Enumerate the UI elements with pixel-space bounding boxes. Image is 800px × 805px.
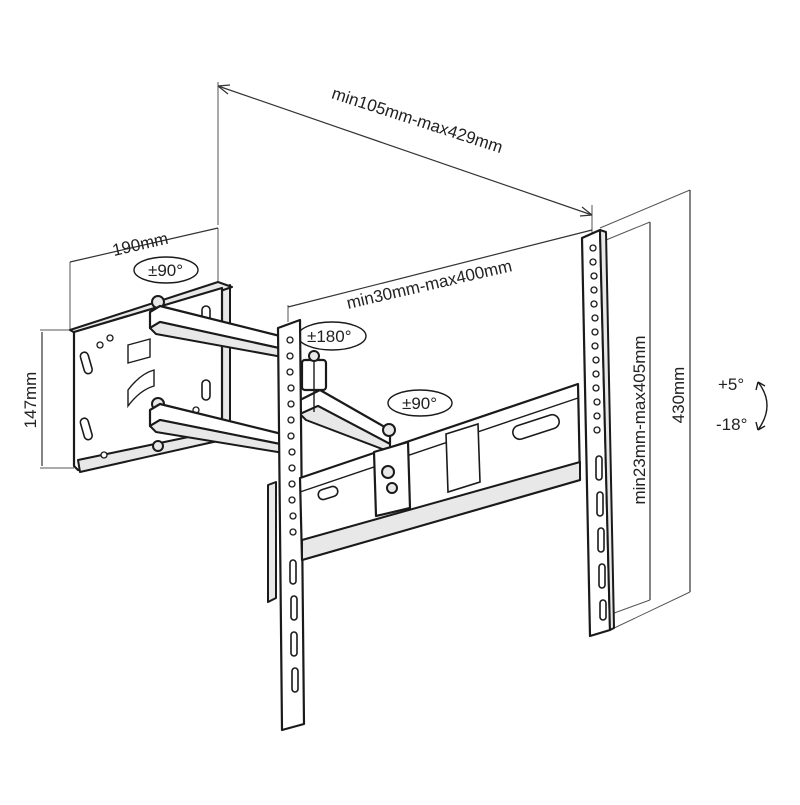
vesa-vertical-label: min23mm-max405mm bbox=[630, 335, 649, 504]
arm-swivel-indicator: ±180° bbox=[297, 321, 367, 351]
tilt-down-label: -18° bbox=[716, 415, 747, 434]
dimension-wall-plate-height: 147mm bbox=[21, 329, 74, 469]
tilt-up-label: +5° bbox=[718, 375, 744, 394]
tv-bracket-height-label: 430mm bbox=[669, 367, 688, 424]
arm-depth-label: min30mm-max400mm bbox=[345, 256, 514, 313]
overall-depth-label: min105mm-max429mm bbox=[329, 84, 505, 157]
wall-swivel-label: ±90° bbox=[148, 261, 183, 280]
dimension-tv-bracket-height: 430mm bbox=[599, 189, 691, 631]
tv-swivel-indicator: ±90° bbox=[387, 389, 453, 417]
arm-swivel-label: ±180° bbox=[307, 327, 352, 346]
dimension-arm-depth: min30mm-max400mm bbox=[287, 229, 593, 322]
dimension-vesa-vertical: min23mm-max405mm bbox=[605, 221, 651, 617]
left-upright-holes bbox=[286, 336, 299, 693]
tv-bracket-cross-rail bbox=[298, 382, 582, 562]
tv-bracket-left-upright bbox=[267, 318, 306, 732]
tv-bracket-right-upright bbox=[580, 228, 615, 638]
tv-swivel-label: ±90° bbox=[402, 394, 437, 413]
dimension-overall-depth: min105mm-max429mm bbox=[217, 82, 593, 238]
wall-plate-height-label: 147mm bbox=[21, 372, 40, 429]
wall-plate-width-label: 190mm bbox=[110, 229, 170, 260]
right-upright-holes bbox=[589, 244, 607, 621]
tilt-indicator: +5° -18° bbox=[716, 375, 768, 434]
wall-swivel-indicator: ±90° bbox=[133, 256, 199, 284]
